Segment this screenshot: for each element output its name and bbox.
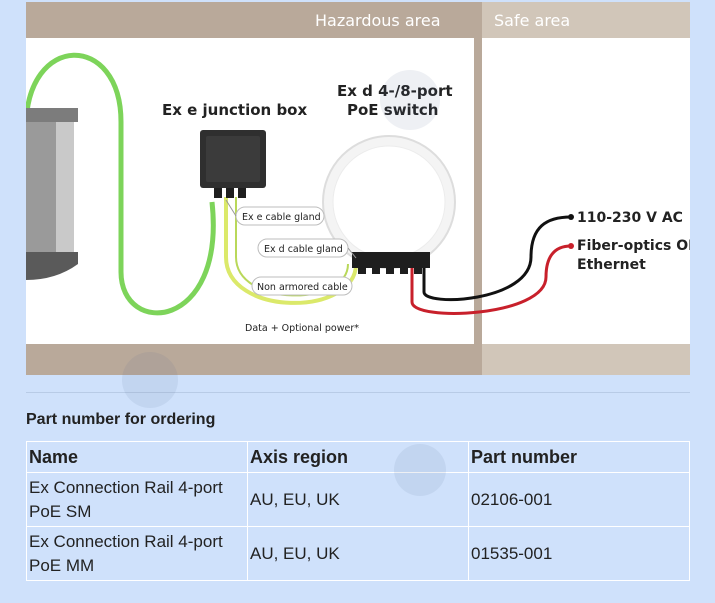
fiber-label-line2: Ethernet bbox=[577, 257, 646, 273]
area-divider bbox=[474, 2, 482, 375]
header-name: Name bbox=[26, 441, 248, 473]
table-row: Ex Connection Rail 4-port PoE SM AU, EU,… bbox=[26, 472, 690, 527]
ordering-title: Part number for ordering bbox=[26, 411, 216, 428]
safe-band-bottom bbox=[482, 344, 690, 375]
poe-switch-icon bbox=[322, 135, 456, 274]
non-armored-label: Non armored cable bbox=[257, 282, 348, 293]
header-axis-region: Axis region bbox=[247, 441, 469, 473]
cell-name: Ex Connection Rail 4-port PoE SM bbox=[26, 472, 248, 527]
data-cable-end bbox=[568, 243, 574, 249]
installation-diagram: Hazardous area Safe area Ex e junction b… bbox=[26, 2, 690, 375]
cell-part-number: 02106-001 bbox=[468, 472, 690, 527]
cell-region: AU, EU, UK bbox=[247, 526, 469, 581]
switch-label-line2: PoE switch bbox=[347, 101, 438, 119]
power-cable bbox=[422, 215, 572, 302]
safe-area-label: Safe area bbox=[494, 11, 570, 30]
data-power-label: Data + Optional power* bbox=[245, 323, 359, 334]
fiber-label-line1: Fiber-optics OR bbox=[577, 238, 690, 254]
power-label: 110-230 V AC bbox=[577, 210, 683, 226]
camera-icon bbox=[26, 108, 78, 280]
cell-region: AU, EU, UK bbox=[247, 472, 469, 527]
cell-name: Ex Connection Rail 4-port PoE MM bbox=[26, 526, 248, 581]
safe-band-top bbox=[482, 2, 690, 38]
power-cable-end bbox=[568, 214, 574, 220]
non-armored-callout: Non armored cable bbox=[251, 276, 353, 296]
ex-d-gland-label: Ex d cable gland bbox=[264, 244, 343, 255]
table-row: Ex Connection Rail 4-port PoE MM AU, EU,… bbox=[26, 526, 690, 581]
ex-e-gland-label: Ex e cable gland bbox=[242, 212, 321, 223]
ex-e-gland-callout: Ex e cable gland bbox=[225, 199, 325, 226]
section-divider bbox=[26, 392, 690, 393]
hazardous-area-label: Hazardous area bbox=[315, 11, 441, 30]
ex-d-gland-callout: Ex d cable gland bbox=[257, 238, 357, 259]
junction-box-label: Ex e junction box bbox=[162, 101, 307, 119]
header-part-number: Part number bbox=[468, 441, 690, 473]
hazardous-band-top bbox=[26, 2, 474, 38]
data-cable bbox=[410, 244, 572, 315]
table-header-row: Name Axis region Part number bbox=[26, 441, 690, 473]
junction-box-icon bbox=[200, 130, 266, 198]
hazardous-band-bottom bbox=[26, 344, 474, 375]
cell-part-number: 01535-001 bbox=[468, 526, 690, 581]
green-cable bbox=[26, 52, 216, 316]
switch-label-line1: Ex d 4-/8-port bbox=[337, 82, 453, 100]
part-number-table: Name Axis region Part number Ex Connecti… bbox=[26, 441, 690, 581]
